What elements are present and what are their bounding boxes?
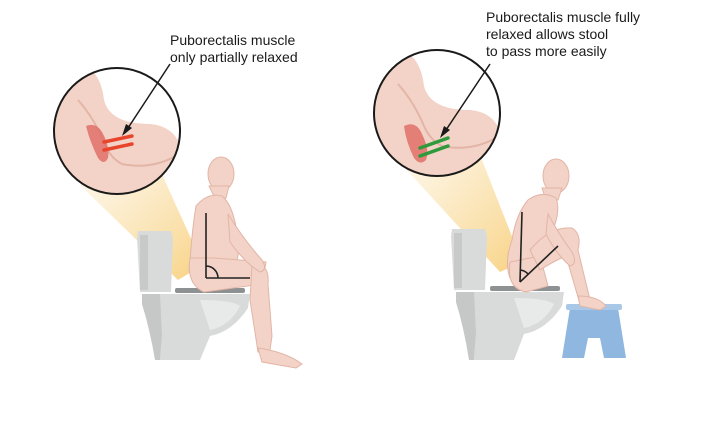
magnifier-right (373, 49, 501, 177)
puborectalis-muscle-left (102, 134, 134, 152)
seated-person (188, 156, 303, 369)
caption-right: Puborectalis muscle fully relaxed allows… (486, 9, 641, 59)
toilet (137, 231, 250, 360)
angle-indicator (205, 213, 250, 279)
toilet (451, 229, 564, 360)
caption-left: Puborectalis muscle only partially relax… (170, 32, 298, 65)
angle-indicator (519, 211, 559, 283)
left-panel (53, 63, 303, 369)
pointer-arrow-left (122, 63, 171, 136)
right-panel (373, 49, 626, 360)
pointer-arrow-right (440, 63, 491, 138)
puborectalis-muscle-right (418, 136, 450, 158)
magnifier-beam (405, 150, 522, 272)
magnifier-left (53, 67, 181, 195)
step-stool (562, 304, 626, 358)
